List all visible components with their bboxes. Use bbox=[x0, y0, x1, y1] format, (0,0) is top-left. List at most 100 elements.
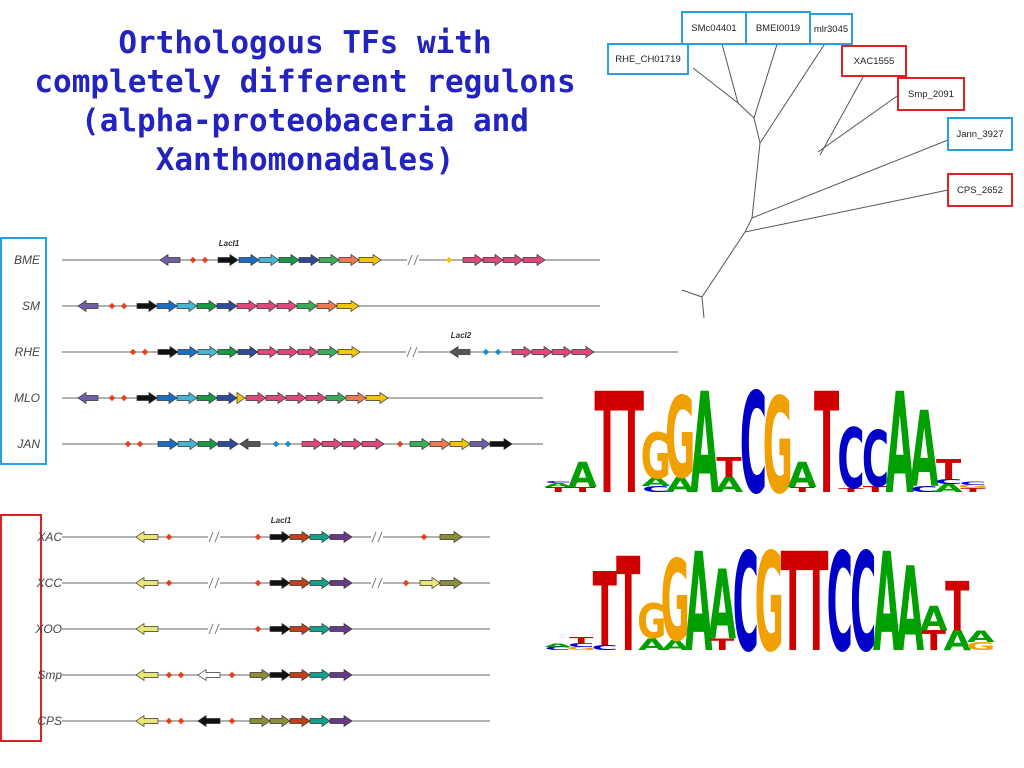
binding-site-marker bbox=[120, 302, 128, 310]
logo-letter: T bbox=[936, 454, 962, 486]
gene-arrow bbox=[329, 622, 353, 636]
logo-letter: G bbox=[637, 594, 666, 650]
gene-arrow bbox=[296, 299, 318, 313]
gene-arrow bbox=[329, 714, 353, 728]
binding-site-marker bbox=[482, 348, 490, 356]
logo-letter: C bbox=[740, 380, 767, 500]
gene-arrow bbox=[449, 345, 471, 359]
gene-arrow bbox=[177, 437, 199, 451]
gene-arrow bbox=[157, 345, 179, 359]
logo-letter: T bbox=[710, 635, 734, 654]
logo-letter: T bbox=[569, 636, 594, 645]
binding-site-marker bbox=[165, 671, 173, 679]
break-mark bbox=[377, 577, 383, 589]
logo-letter: C bbox=[837, 412, 864, 500]
logo-letter: T bbox=[546, 486, 571, 494]
binding-site-marker bbox=[228, 671, 236, 679]
gene-arrow bbox=[136, 391, 158, 405]
break-mask bbox=[371, 531, 383, 543]
gene-arrow bbox=[329, 576, 353, 590]
logo-letter: A bbox=[967, 627, 995, 646]
gene-arrow bbox=[309, 530, 331, 544]
gene-arrow bbox=[345, 391, 367, 405]
binding-site-marker bbox=[177, 671, 185, 679]
break-mark bbox=[371, 577, 377, 589]
gene-arrow bbox=[469, 437, 491, 451]
logo-letter: G bbox=[966, 640, 995, 652]
break-mark bbox=[412, 346, 418, 358]
logo-letter: G bbox=[567, 646, 596, 651]
gene-arrow bbox=[316, 299, 338, 313]
species-label: BME bbox=[14, 253, 41, 267]
gene-arrow bbox=[297, 345, 319, 359]
gene-arrow bbox=[135, 622, 159, 636]
break-mask bbox=[407, 254, 419, 266]
tree-branch bbox=[744, 217, 753, 233]
logo-letter: C bbox=[733, 538, 759, 658]
gene-arrow bbox=[257, 345, 279, 359]
logo-letter: A bbox=[638, 635, 666, 654]
gene-arrow bbox=[237, 345, 259, 359]
gene-arrow bbox=[197, 345, 219, 359]
gene-arrow bbox=[197, 668, 221, 682]
gene-arrow bbox=[309, 668, 331, 682]
binding-site-marker bbox=[165, 533, 173, 541]
logo-letter: A bbox=[568, 456, 597, 496]
gene-arrow bbox=[236, 299, 258, 313]
gene-arrow bbox=[285, 391, 307, 405]
gene-arrow bbox=[329, 530, 353, 544]
binding-site-marker bbox=[254, 625, 262, 633]
logo-letter: A bbox=[896, 545, 924, 658]
tree-branch bbox=[753, 37, 780, 119]
tree-branch bbox=[701, 231, 746, 298]
gene-arrow bbox=[217, 253, 239, 267]
gene-arrow bbox=[336, 299, 360, 313]
binding-site-marker bbox=[201, 256, 209, 264]
binding-site-marker bbox=[120, 394, 128, 402]
gene-arrow bbox=[276, 299, 298, 313]
logo-letter: C bbox=[568, 642, 594, 648]
gene-arrow bbox=[196, 299, 218, 313]
logo-letter: A bbox=[544, 643, 572, 648]
logo-letter: C bbox=[862, 416, 889, 500]
logo-letter: C bbox=[592, 644, 618, 652]
gene-arrow bbox=[156, 299, 178, 313]
gene-label: LacI2 bbox=[451, 331, 472, 340]
gene-arrow bbox=[289, 714, 311, 728]
binding-site-marker bbox=[129, 348, 137, 356]
logo-letter: A bbox=[544, 482, 573, 489]
tree-branch bbox=[817, 93, 901, 153]
gene-arrow bbox=[429, 437, 451, 451]
gene-arrow bbox=[329, 668, 353, 682]
logo-letter: C bbox=[545, 481, 572, 484]
leaf-label: BMEI0019 bbox=[756, 23, 800, 34]
gene-arrow bbox=[269, 622, 291, 636]
gene-arrow bbox=[289, 668, 311, 682]
gene-arrow bbox=[258, 253, 280, 267]
leaf-box bbox=[897, 77, 965, 111]
tree-branch bbox=[737, 102, 755, 119]
logo-letter: G bbox=[958, 484, 988, 489]
gene-arrow bbox=[135, 668, 159, 682]
gene-arrow bbox=[135, 576, 159, 590]
break-mark bbox=[413, 254, 419, 266]
gene-arrow bbox=[249, 668, 271, 682]
tree-branch bbox=[701, 296, 705, 319]
break-mask bbox=[371, 577, 383, 589]
gene-arrow bbox=[365, 391, 389, 405]
logo-letter: T bbox=[945, 568, 969, 647]
logo-letter: C bbox=[959, 481, 986, 486]
logo-letter: T bbox=[594, 380, 619, 500]
logo-letter: C bbox=[935, 478, 962, 486]
gene-arrow bbox=[571, 345, 595, 359]
gene-arrow bbox=[301, 437, 323, 451]
gene-arrow bbox=[216, 299, 238, 313]
gene-arrow bbox=[159, 253, 181, 267]
leaf-label: CPS_2652 bbox=[957, 185, 1003, 196]
logo-letter: T bbox=[619, 380, 644, 500]
gene-arrow bbox=[217, 437, 239, 451]
binding-site-marker bbox=[108, 302, 116, 310]
gene-arrow bbox=[449, 437, 471, 451]
gene-arrow bbox=[289, 576, 311, 590]
gene-arrow bbox=[289, 530, 311, 544]
